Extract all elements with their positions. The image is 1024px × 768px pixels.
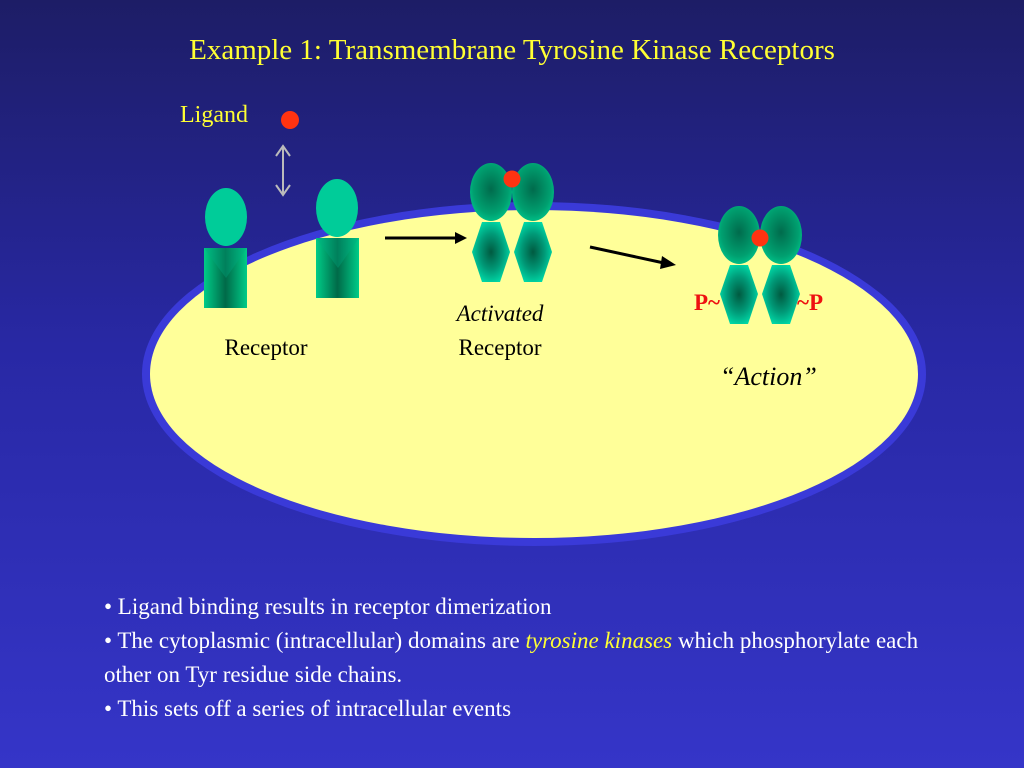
- receptor-label-text: Receptor: [224, 335, 308, 360]
- bullet-2-post: which phosphorylate each other on Tyr re…: [104, 628, 919, 687]
- activated-label-line2: Receptor: [458, 335, 542, 360]
- activated-receptor-dimer: [470, 163, 554, 282]
- ligand-label: Ligand: [180, 102, 248, 128]
- phosphate-left-label: P~: [694, 290, 721, 315]
- bullet-1: • Ligand binding results in receptor dim…: [104, 594, 552, 619]
- receptor-label: Receptor: [196, 331, 336, 365]
- activated-receptor-label: Activated Receptor: [420, 297, 580, 365]
- ligand-dot-icon: [281, 111, 299, 129]
- slide-title: Example 1: Transmembrane Tyrosine Kinase…: [189, 34, 835, 66]
- right-arrow-icon: [385, 232, 467, 244]
- bullet-2-highlight: tyrosine kinases: [525, 628, 673, 653]
- phosphate-right-label: ~P: [797, 290, 824, 315]
- bullet-list: • Ligand binding results in receptor dim…: [104, 590, 934, 726]
- double-arrow-icon: [275, 144, 291, 197]
- bound-ligand-icon: [503, 170, 521, 188]
- receptor-monomer-2: [316, 179, 359, 298]
- right-arrow-icon: [589, 245, 676, 269]
- bullet-2-pre: • The cytoplasmic (intracellular) domain…: [104, 628, 526, 653]
- receptor-monomer-1: [204, 188, 247, 308]
- action-label: “Action”: [720, 362, 817, 391]
- bound-ligand-icon: [751, 229, 769, 247]
- activated-label-line1: Activated: [456, 301, 544, 326]
- phosphorylated-receptor-dimer: [718, 206, 802, 324]
- bullet-2: • The cytoplasmic (intracellular) domain…: [104, 624, 934, 692]
- bullet-3: • This sets off a series of intracellula…: [104, 696, 512, 721]
